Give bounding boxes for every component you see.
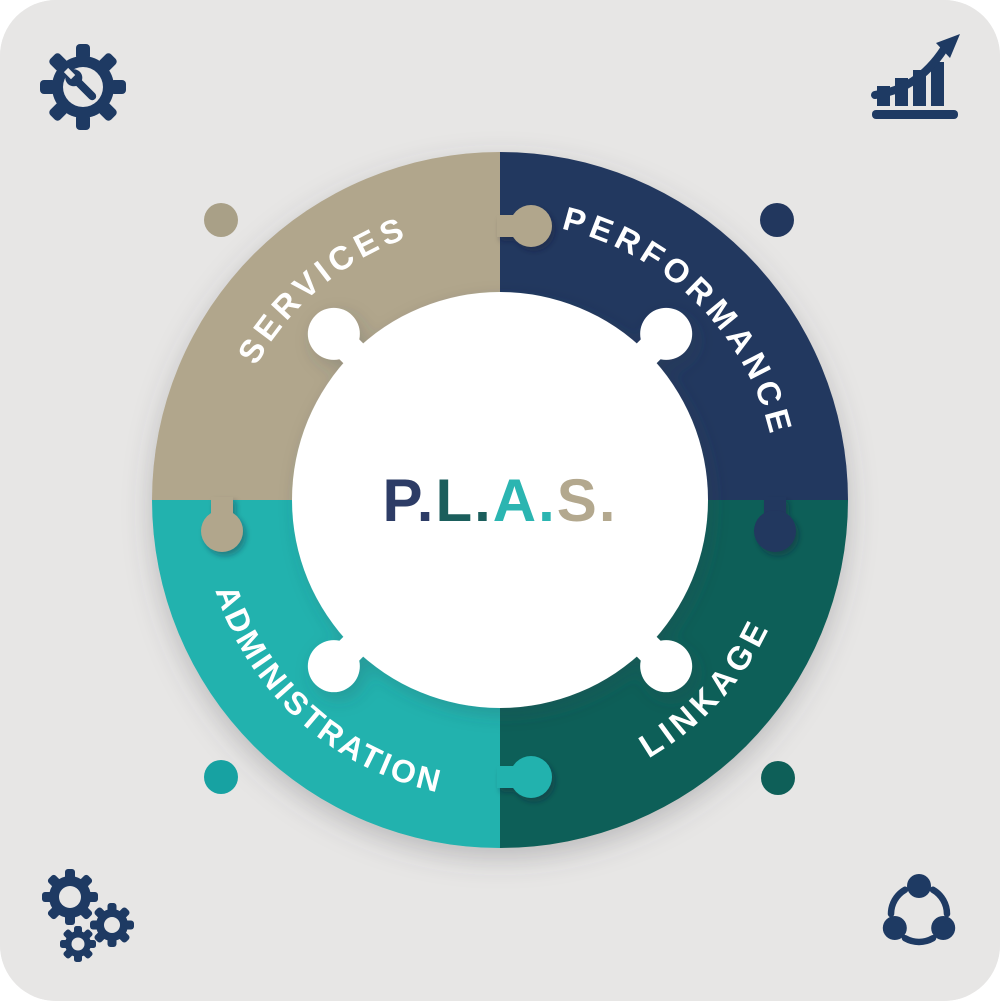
acronym-letter-a: A. [493,467,557,534]
gear-wrench-icon [40,44,126,130]
center-acronym: P.L.A.S. [383,467,618,534]
puzzle-knob-administration-linkage [497,756,552,798]
gears-icon [42,869,134,962]
share-network-icon [882,874,956,946]
decor-dot-bottom-right [761,761,795,795]
center-circle [292,292,708,708]
decor-dot-top-left [204,203,238,237]
acronym-letter-p: P. [383,467,436,534]
acronym-letter-l: L. [435,467,492,534]
decor-dot-bottom-left [204,760,238,794]
growth-chart-icon [871,34,960,119]
acronym-letter-s: S. [557,467,618,534]
center-knob [307,307,370,370]
center-knob [307,630,370,693]
puzzle-knob-performance-linkage [754,497,796,552]
center-knob [630,630,693,693]
decor-dot-top-right [760,203,794,237]
center-knob [630,307,693,370]
puzzle-knob-services-performance [497,205,552,247]
puzzle-knob-services-administration [201,497,243,552]
